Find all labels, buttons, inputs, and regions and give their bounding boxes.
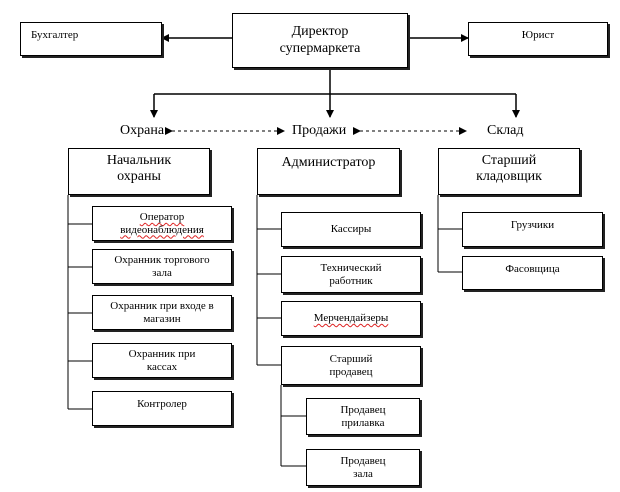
- warehouse-item-box: Грузчики: [462, 212, 603, 247]
- security-item-label: Охранник торгового зала: [114, 253, 210, 279]
- security-item-box: Оператор видеонаблюдения: [92, 206, 232, 241]
- sales-item-label: Кассиры: [330, 223, 372, 236]
- sales-head-label: Администратор: [281, 155, 376, 170]
- sales-head-box: Администратор: [257, 148, 400, 195]
- dept-security: Охрана: [120, 123, 165, 138]
- director-label: Директор супермаркета: [279, 24, 361, 56]
- dept-sales: Продажи: [292, 123, 347, 138]
- senior-seller-label: Старший продавец: [329, 352, 373, 378]
- seller-label: Продавец прилавка: [340, 403, 386, 429]
- sales-item-box: Технический работник: [281, 256, 421, 293]
- accountant-label: Бухгалтер: [31, 29, 79, 41]
- security-item-label: Охранник при кассах: [128, 347, 196, 373]
- seller-label: Продавец зала: [340, 454, 386, 480]
- security-head-label: Начальник охраны: [106, 153, 172, 185]
- warehouse-head-box: Старший кладовщик: [438, 148, 580, 195]
- accountant-box: Бухгалтер: [20, 22, 162, 56]
- sales-item-box: Мерчендайзеры: [281, 301, 421, 336]
- security-item-box: Охранник торгового зала: [92, 249, 232, 284]
- security-item-box: Охранник при входе в магазин: [92, 295, 232, 330]
- security-item-label: Контролер: [137, 398, 187, 410]
- senior-seller-box: Старший продавец: [281, 346, 421, 385]
- lawyer-box: Юрист: [468, 22, 608, 56]
- sales-item-label: Мерчендайзеры: [313, 312, 389, 325]
- warehouse-head-label: Старший кладовщик: [476, 153, 542, 185]
- warehouse-item-box: Фасовщица: [462, 256, 603, 290]
- director-box: Директор супермаркета: [232, 13, 408, 68]
- warehouse-item-label: Фасовщица: [505, 263, 560, 275]
- security-item-label: Оператор видеонаблюдения: [120, 210, 204, 236]
- sales-item-box: Кассиры: [281, 212, 421, 247]
- seller-box: Продавец прилавка: [306, 398, 420, 435]
- seller-box: Продавец зала: [306, 449, 420, 486]
- security-item-label: Охранник при входе в магазин: [110, 299, 214, 325]
- security-head-box: Начальник охраны: [68, 148, 210, 195]
- warehouse-item-label: Грузчики: [510, 219, 555, 231]
- sales-item-label: Технический работник: [320, 261, 382, 287]
- dept-warehouse: Склад: [487, 123, 524, 138]
- lawyer-label: Юрист: [521, 29, 555, 41]
- security-item-box: Контролер: [92, 391, 232, 426]
- security-item-box: Охранник при кассах: [92, 343, 232, 378]
